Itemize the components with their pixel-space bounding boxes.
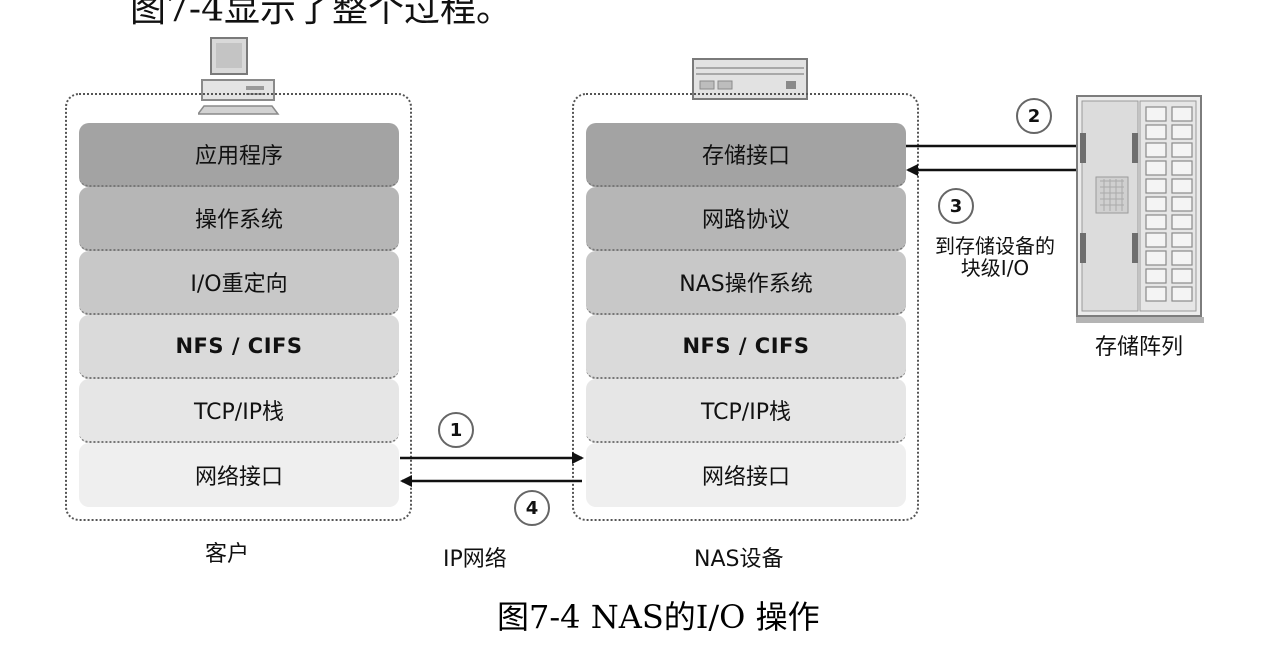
block-io-note-line-1: 到存储设备的 (935, 234, 1055, 258)
client-box: 应用程序 操作系统 I/O重定向 NFS / CIFS TCP/IP栈 网络接口 (65, 93, 412, 521)
nas-layer-network-interface: 网络接口 (586, 443, 906, 507)
nas-layer-tcpip-label: TCP/IP栈 (701, 400, 791, 425)
nas-layer-network-protocol-label: 网路协议 (701, 208, 790, 233)
client-layer-os-label: 操作系统 (194, 208, 283, 233)
network-label: IP网络 (443, 547, 507, 572)
nas-layer-tcpip: TCP/IP栈 (586, 379, 906, 443)
step-1-badge: 1 (438, 412, 474, 448)
client-layer-io-redirect: I/O重定向 (79, 251, 399, 315)
nas-layer-stack: 存储接口 网路协议 NAS操作系统 NFS / CIFS TCP/IP栈 网络接… (586, 123, 906, 507)
client-label: 客户 (205, 542, 250, 567)
storage-array-label: 存储阵列 (1095, 335, 1184, 360)
nas-layer-network-protocol: 网路协议 (586, 187, 906, 251)
storage-array-icon (1076, 95, 1204, 323)
client-layer-network-interface-label: 网络接口 (194, 465, 283, 490)
nas-layer-nas-os: NAS操作系统 (586, 251, 906, 315)
client-layer-nfs-cifs-label: NFS / CIFS (175, 334, 303, 358)
client-layer-tcpip-label: TCP/IP栈 (194, 400, 284, 425)
client-layer-network-interface: 网络接口 (79, 443, 399, 507)
nas-box: 存储接口 网路协议 NAS操作系统 NFS / CIFS TCP/IP栈 网络接… (572, 93, 919, 521)
header-text: 图7-4显示了整个过程。 (130, 0, 512, 30)
nas-label: NAS设备 (694, 547, 784, 572)
nas-layer-nfs-cifs-label: NFS / CIFS (682, 334, 810, 358)
step-4-badge: 4 (514, 490, 550, 526)
nas-appliance-icon (692, 58, 808, 100)
figure-caption: 图7-4 NAS的I/O 操作 (497, 598, 820, 636)
client-layer-os: 操作系统 (79, 187, 399, 251)
client-layer-application-label: 应用程序 (194, 144, 283, 169)
step-2-badge: 2 (1016, 98, 1052, 134)
nas-layer-storage-interface: 存储接口 (586, 123, 906, 187)
nas-layer-nas-os-label: NAS操作系统 (679, 272, 813, 297)
block-io-note-line-2: 块级I/O (960, 256, 1030, 280)
client-layer-stack: 应用程序 操作系统 I/O重定向 NFS / CIFS TCP/IP栈 网络接口 (79, 123, 399, 507)
block-io-note: 到存储设备的 块级I/O (915, 235, 1075, 279)
client-layer-nfs-cifs: NFS / CIFS (79, 315, 399, 379)
step-3-badge: 3 (938, 188, 974, 224)
client-layer-tcpip: TCP/IP栈 (79, 379, 399, 443)
nas-layer-storage-interface-label: 存储接口 (701, 144, 790, 169)
client-layer-io-redirect-label: I/O重定向 (190, 272, 288, 297)
client-layer-application: 应用程序 (79, 123, 399, 187)
nas-layer-nfs-cifs: NFS / CIFS (586, 315, 906, 379)
nas-layer-network-interface-label: 网络接口 (701, 465, 790, 490)
